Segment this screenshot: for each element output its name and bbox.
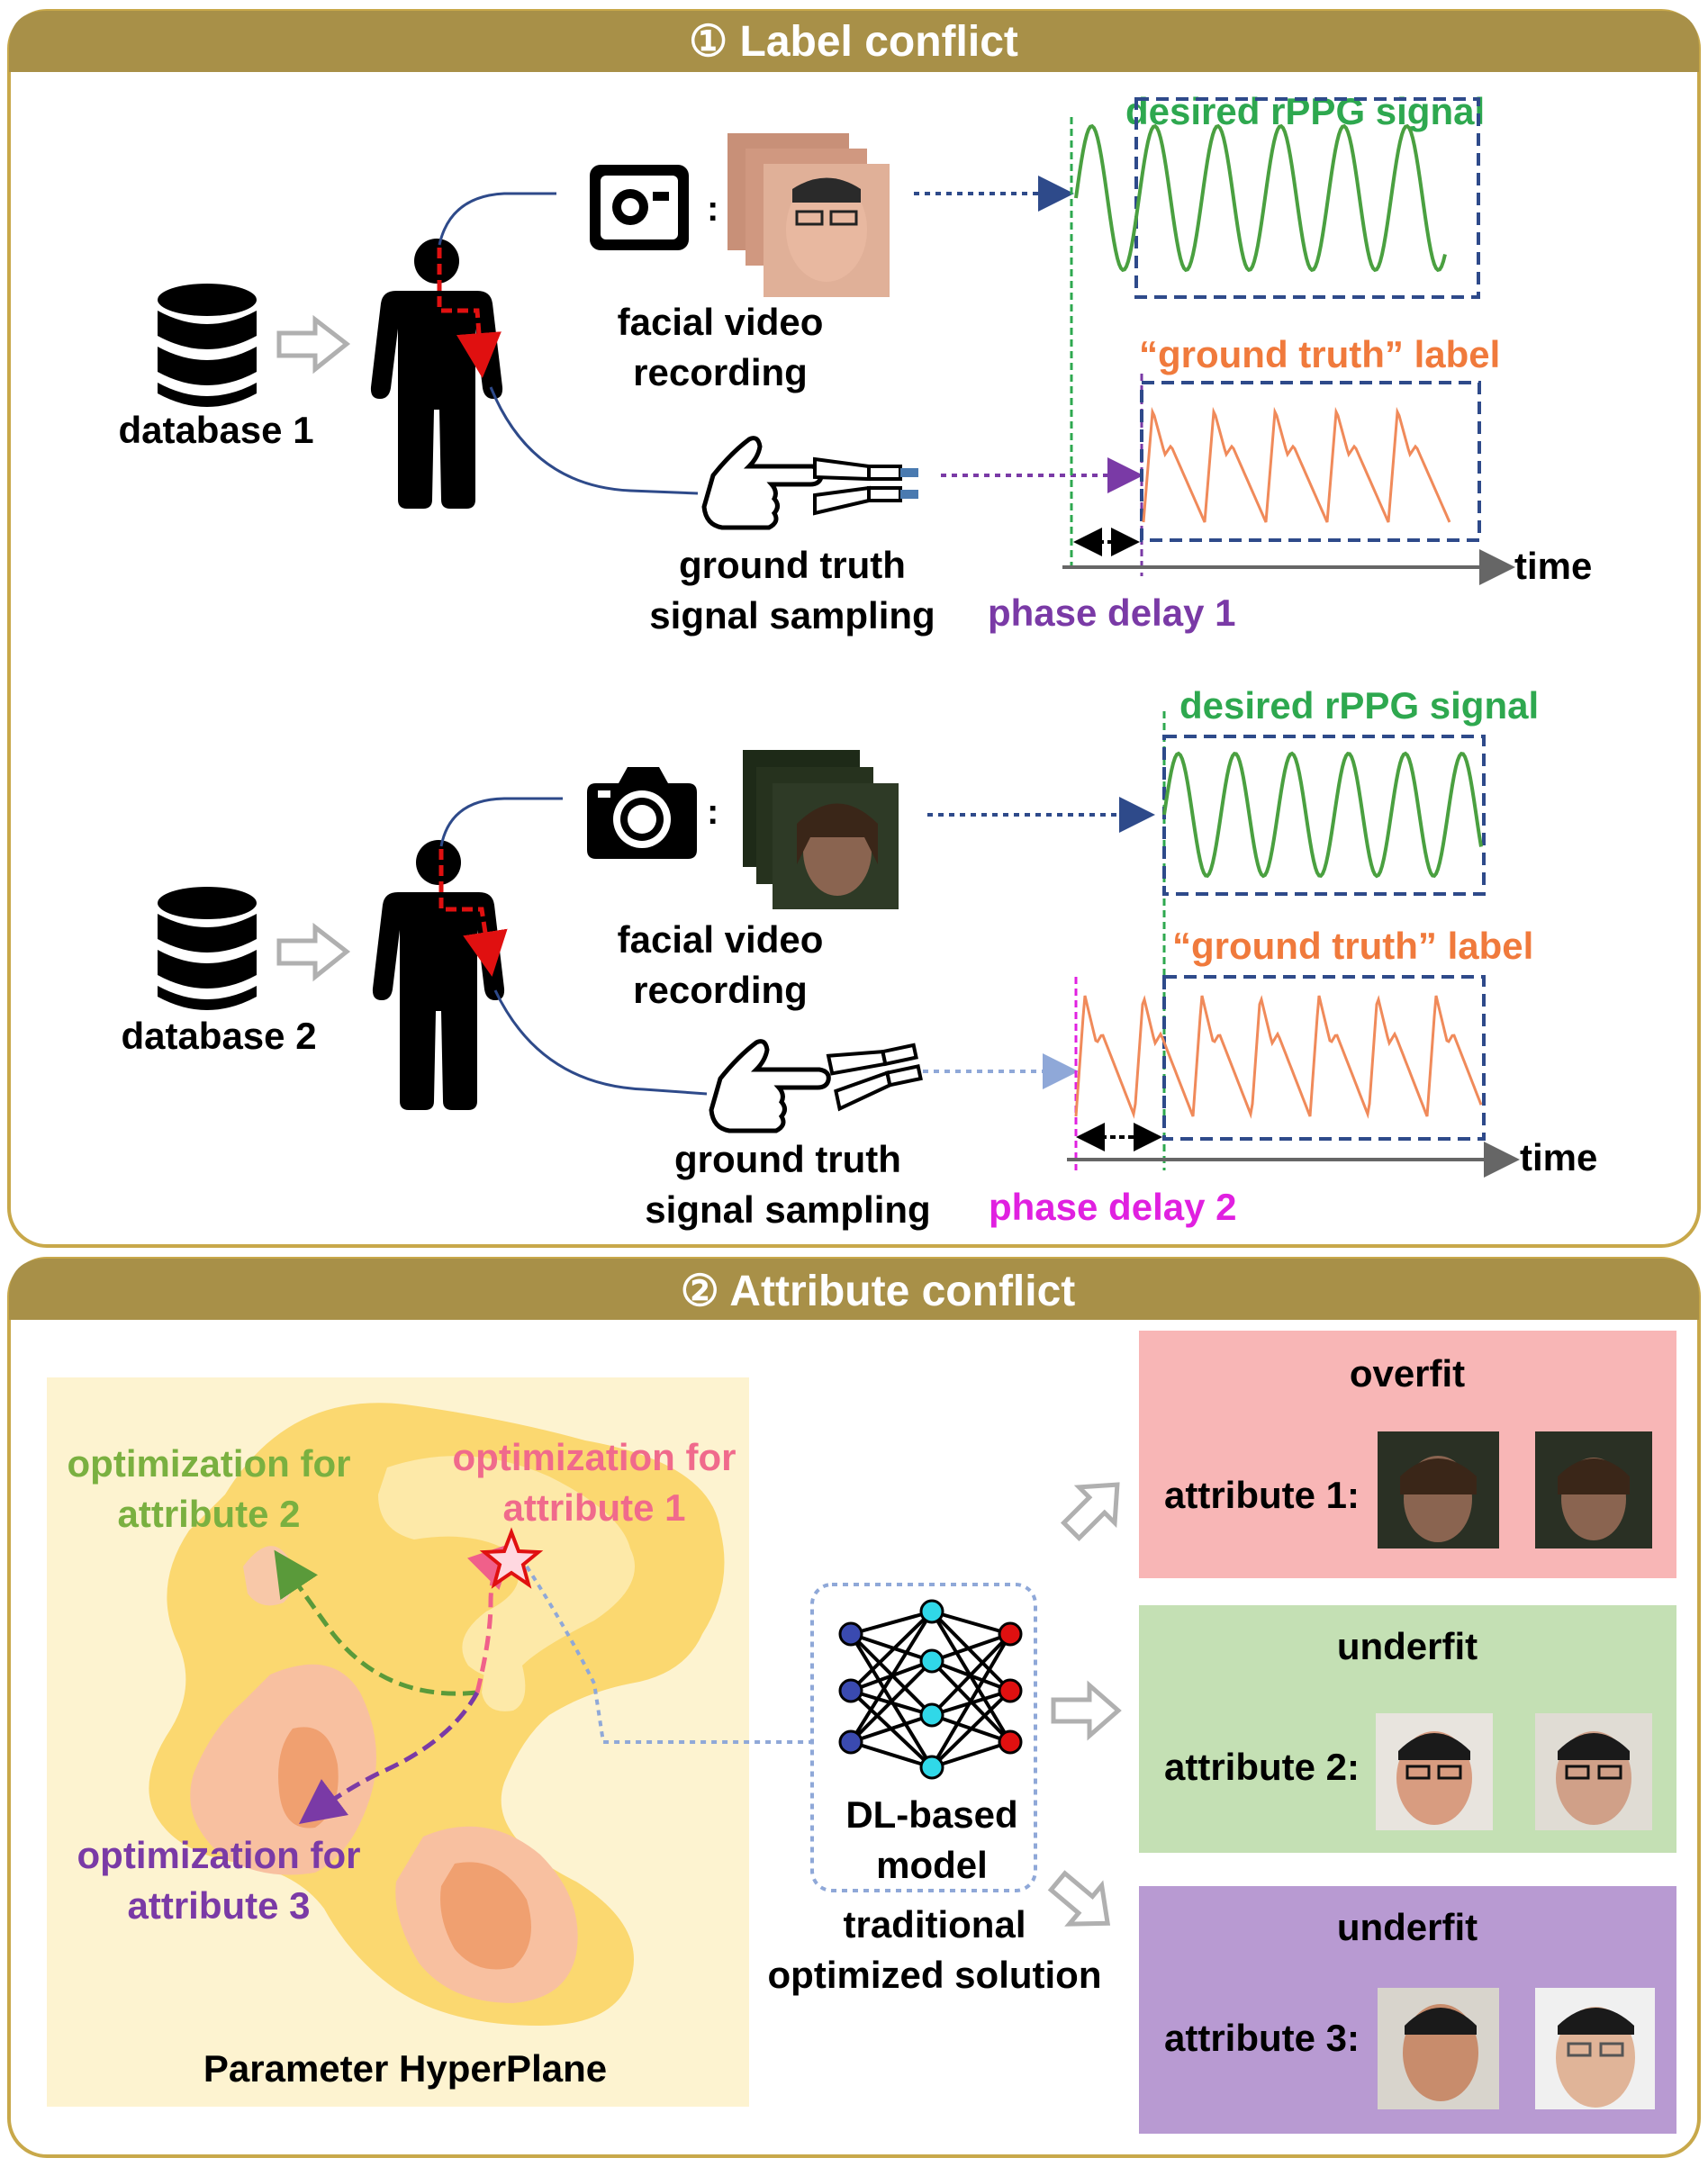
- dl-model: DL-based model: [810, 1583, 1037, 1892]
- database-label: database 1: [118, 409, 313, 451]
- connector-curve-bottom: [489, 386, 699, 495]
- opt-attr3-line1: optimization for: [77, 1834, 361, 1876]
- panel2-title: ② Attribute conflict: [681, 1268, 1076, 1315]
- gt-signal-box: [1140, 381, 1481, 542]
- row2: database 2 : facial video recording: [121, 684, 1597, 1231]
- video-camera-icon: [590, 165, 689, 250]
- video-label-line1: facial video: [618, 918, 824, 961]
- solution-label-line2: optimized solution: [768, 1954, 1102, 1996]
- contour-inner-top: [378, 1456, 635, 1677]
- time-label: time: [1514, 545, 1592, 587]
- colon-mark: :: [707, 792, 718, 832]
- result-box-overfit: overfit attribute 1:: [1139, 1331, 1676, 1578]
- sampling-label-line2: signal sampling: [645, 1188, 930, 1231]
- ground-truth-waveform: [1074, 995, 1483, 1119]
- opt-attr2-line1: optimization for: [68, 1442, 351, 1485]
- desired-rppg-label: desired rPPG signal: [1125, 90, 1485, 132]
- face-thumbnail: [1535, 1431, 1652, 1549]
- contour-inner-small: [482, 1649, 526, 1711]
- desired-rppg-label: desired rPPG signal: [1179, 684, 1539, 727]
- star-icon: [479, 1527, 544, 1589]
- phase-delay-label: phase delay 2: [989, 1186, 1236, 1228]
- desired-rppg-waveform: [1074, 123, 1447, 273]
- model-dotted-box: [810, 1583, 1037, 1892]
- contour-low-bottom-inner: [440, 1862, 531, 1970]
- model-label-line2: model: [876, 1844, 988, 1886]
- colon-mark: :: [707, 189, 718, 229]
- opt-attr3-line2: attribute 3: [127, 1884, 310, 1927]
- opt-path-attr3: [298, 1691, 480, 1824]
- sampling-label-line1: ground truth: [679, 544, 906, 586]
- result-box-underfit-2: underfit attribute 2:: [1139, 1605, 1676, 1853]
- hyperplane-label: Parameter HyperPlane: [203, 2047, 607, 2090]
- sensor-clip-icon: [813, 456, 918, 516]
- connector-curve-bottom: [493, 989, 708, 1096]
- box-status: underfit: [1337, 1906, 1478, 1948]
- hollow-arrow-icon: [1051, 1680, 1122, 1741]
- face-thumbnail: [1378, 1431, 1499, 1549]
- parameter-hyperplane: [47, 1377, 749, 2107]
- sampling-label-line1: ground truth: [674, 1138, 901, 1180]
- hollow-arrow-icon: [276, 314, 351, 375]
- face-thumbnail: [1535, 1988, 1655, 2109]
- desired-rppg-waveform: [1162, 751, 1483, 879]
- video-label-line2: recording: [633, 969, 808, 1011]
- face-thumbnail: [1535, 1713, 1652, 1830]
- red-signal-path: [437, 248, 502, 378]
- box-status: overfit: [1350, 1352, 1465, 1395]
- box-attribute: attribute 2:: [1164, 1746, 1360, 1788]
- database-label: database 2: [121, 1015, 316, 1057]
- panel1-title: ① Label conflict: [689, 18, 1018, 66]
- database-icon: [158, 284, 257, 407]
- pointing-hand-icon: [709, 1039, 831, 1133]
- connector-curve-top: [438, 192, 556, 246]
- ground-truth-waveform: [1142, 406, 1451, 523]
- opt-attr1-line2: attribute 1: [502, 1486, 685, 1529]
- pointing-hand-icon: [701, 436, 824, 530]
- face-thumbnail: [1376, 1713, 1493, 1830]
- ground-truth-label: “ground truth” label: [1139, 333, 1500, 375]
- hollow-arrow-icon: [276, 922, 351, 982]
- desired-signal-box: [1134, 97, 1480, 299]
- face-video-frames: [743, 750, 899, 909]
- box-attribute: attribute 1:: [1164, 1474, 1360, 1516]
- database-icon: [158, 887, 257, 1010]
- face-thumbnail: [1378, 1988, 1499, 2109]
- red-signal-path: [438, 849, 508, 977]
- solution-label-line1: traditional: [843, 1903, 1026, 1946]
- phase-delay-label: phase delay 1: [988, 591, 1235, 634]
- video-label-line2: recording: [633, 351, 808, 393]
- opt-attr1-line1: optimization for: [453, 1436, 737, 1478]
- hollow-arrow-icon: [1047, 1870, 1111, 1927]
- result-box-underfit-3: underfit attribute 3:: [1139, 1886, 1676, 2134]
- sampling-label-line2: signal sampling: [649, 594, 935, 637]
- desired-signal-box: [1162, 735, 1486, 896]
- connector-curve-top: [439, 797, 563, 847]
- nn-nodes: [838, 1599, 1023, 1780]
- face-video-frames: [727, 133, 890, 297]
- opt-attr2-line2: attribute 2: [117, 1493, 300, 1535]
- neural-network-icon: [849, 1610, 1012, 1769]
- time-label: time: [1520, 1136, 1597, 1178]
- gt-signal-box: [1162, 975, 1486, 1141]
- hollow-arrow-icon: [1060, 1482, 1120, 1542]
- sensor-clip-icon: [826, 1043, 923, 1112]
- opt-path-attr2: [274, 1549, 478, 1696]
- box-status: underfit: [1337, 1625, 1478, 1667]
- contour-low-left-inner: [278, 1727, 339, 1828]
- row1: database 1 : f: [118, 90, 1592, 637]
- ground-truth-label: “ground truth” label: [1172, 925, 1533, 967]
- video-label-line1: facial video: [618, 301, 824, 343]
- model-label-line1: DL-based: [845, 1793, 1017, 1836]
- photo-camera-icon: [587, 767, 697, 859]
- box-attribute: attribute 3:: [1164, 2017, 1360, 2059]
